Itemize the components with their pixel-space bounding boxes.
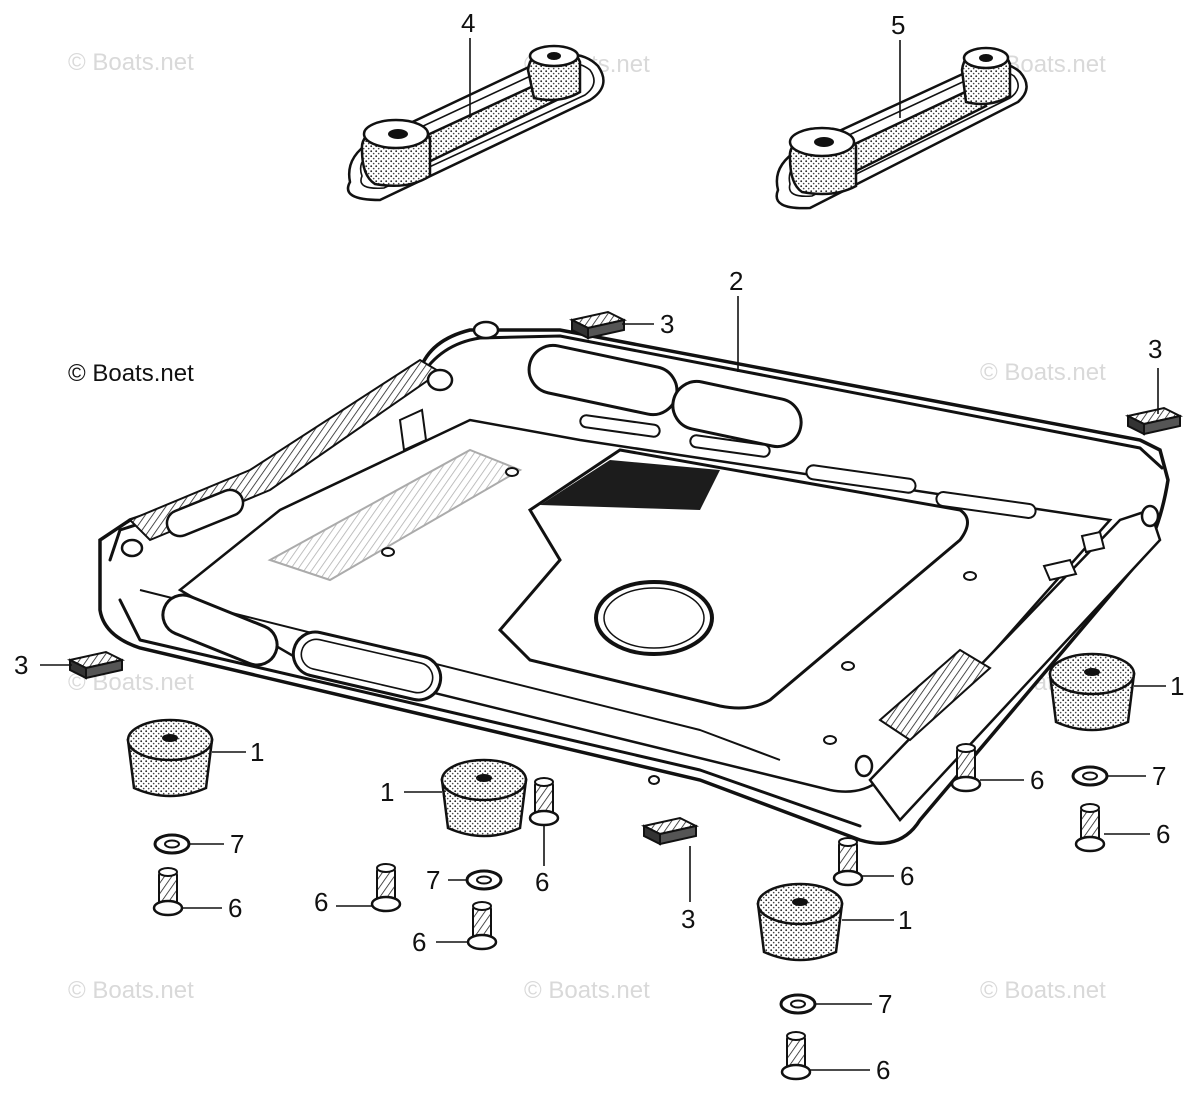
watermark-text: © Boats.net bbox=[980, 359, 1106, 386]
callout-part-2: 2 bbox=[729, 266, 743, 296]
watermark-text: © Boats.net bbox=[980, 977, 1106, 1004]
part-1-foot bbox=[126, 718, 214, 798]
callout-part-4: 4 bbox=[461, 8, 475, 38]
part-6-bolt bbox=[466, 900, 498, 951]
callout-part-6: 6 bbox=[412, 927, 426, 957]
part-3-pad bbox=[1127, 407, 1181, 435]
part-3-pad bbox=[571, 311, 625, 339]
part-2-frame bbox=[98, 320, 1170, 845]
part-3-pad bbox=[643, 817, 697, 845]
callout-part-1: 1 bbox=[898, 905, 912, 935]
part-6-bolt bbox=[152, 866, 184, 917]
part-6-bolt bbox=[950, 742, 982, 793]
watermark-text: © Boats.net bbox=[68, 49, 194, 76]
part-6-bolt bbox=[832, 836, 864, 887]
callout-part-7: 7 bbox=[1152, 761, 1166, 791]
callout-part-7: 7 bbox=[426, 865, 440, 895]
part-6-bolt bbox=[780, 1030, 812, 1081]
copyright-text: © Boats.net bbox=[68, 360, 194, 387]
part-1-foot bbox=[440, 758, 528, 838]
callout-part-3: 3 bbox=[681, 904, 695, 934]
part-7-washer bbox=[465, 869, 503, 891]
callout-part-3: 3 bbox=[660, 309, 674, 339]
callout-part-6: 6 bbox=[228, 893, 242, 923]
part-5-mount-bracket bbox=[775, 46, 1028, 210]
callout-labels: 4 5 2 3 3 3 3 1 1 1 1 7 7 7 7 6 6 6 6 6 … bbox=[14, 8, 1184, 1085]
callout-part-1: 1 bbox=[1170, 671, 1184, 701]
callout-part-1: 1 bbox=[380, 777, 394, 807]
callout-part-3: 3 bbox=[1148, 334, 1162, 364]
callout-part-7: 7 bbox=[230, 829, 244, 859]
part-6-bolt bbox=[370, 862, 402, 913]
callout-part-6: 6 bbox=[876, 1055, 890, 1085]
watermark-text: © Boats.net bbox=[68, 977, 194, 1004]
part-7-washer bbox=[153, 833, 191, 855]
part-7-washer bbox=[779, 993, 817, 1015]
part-4-mount-bracket bbox=[346, 44, 605, 202]
callout-part-6: 6 bbox=[1030, 765, 1044, 795]
part-1-foot bbox=[1048, 652, 1136, 732]
part-1-foot bbox=[756, 882, 844, 962]
watermark-text: © Boats.net bbox=[524, 977, 650, 1004]
callout-part-3: 3 bbox=[14, 650, 28, 680]
callout-part-6: 6 bbox=[314, 887, 328, 917]
callout-part-6: 6 bbox=[1156, 819, 1170, 849]
part-7-washer bbox=[1071, 765, 1109, 787]
callout-part-1: 1 bbox=[250, 737, 264, 767]
callout-part-6: 6 bbox=[535, 867, 549, 897]
callout-part-5: 5 bbox=[891, 10, 905, 40]
callout-part-6: 6 bbox=[900, 861, 914, 891]
leader-lines bbox=[40, 38, 1166, 1071]
part-6-bolt bbox=[528, 776, 560, 827]
part-6-bolt bbox=[1074, 802, 1106, 853]
callout-part-7: 7 bbox=[878, 989, 892, 1019]
